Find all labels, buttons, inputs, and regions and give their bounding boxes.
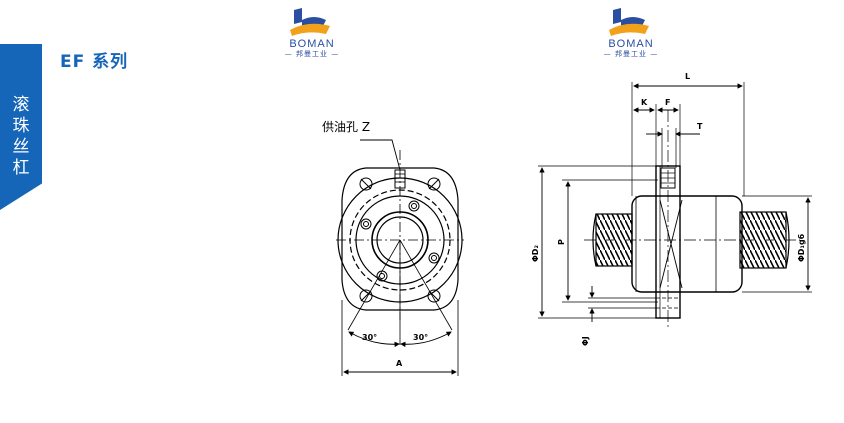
- logo-brand-text: BOMAN: [289, 38, 335, 50]
- flange-outline: [341, 167, 459, 311]
- length-dimension-label: L: [685, 72, 690, 81]
- f-dimension-label: F: [665, 98, 670, 107]
- category-tab: 滚 珠 丝 杠: [0, 44, 42, 210]
- oil-hole-label: 供油孔 Z: [322, 120, 370, 134]
- brand-logo-right: BOMAN — 邦曼工业 —: [591, 6, 671, 62]
- front-view: [336, 139, 464, 376]
- logo-mark-icon: [609, 8, 649, 36]
- logo-brand-text: BOMAN: [608, 38, 654, 50]
- pcd-label: P: [557, 239, 566, 245]
- mounting-hole: [359, 177, 441, 303]
- side-view: [538, 82, 812, 330]
- category-tab-label: 滚 珠 丝 杠: [0, 95, 42, 179]
- series-title: EF 系列: [60, 52, 129, 72]
- nut-body: [631, 195, 743, 293]
- angle-right-label: 30°: [413, 333, 428, 342]
- bolt-hole-label: ΦJ: [581, 336, 590, 346]
- category-char-2: 珠: [12, 116, 30, 136]
- category-char-1: 滚: [12, 95, 30, 115]
- brand-logo-left: BOMAN — 邦曼工业 —: [272, 6, 352, 62]
- logo-subtitle: — 邦曼工业 —: [603, 50, 659, 58]
- angle-left-label: 30°: [362, 333, 377, 342]
- t-dimension-label: T: [697, 122, 703, 131]
- nut-diameter-label: ΦD₁g6: [797, 233, 806, 262]
- width-dimension-label: A: [396, 359, 403, 368]
- logo-subtitle: — 邦曼工业 —: [284, 50, 340, 58]
- category-char-4: 杠: [12, 158, 30, 178]
- category-char-3: 丝: [12, 137, 30, 157]
- outer-diameter-label: ΦD₂: [531, 245, 540, 262]
- k-dimension-label: K: [641, 98, 648, 107]
- category-tab-background: [0, 44, 42, 210]
- logo-mark-icon: [290, 8, 330, 36]
- screw-head: [360, 200, 440, 282]
